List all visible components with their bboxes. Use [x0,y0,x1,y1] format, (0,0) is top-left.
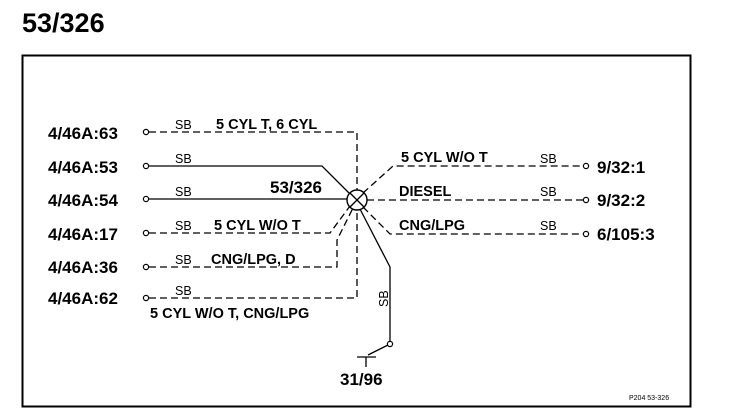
condition-9-32-2: DIESEL [399,184,452,200]
terminal-4-46a-62: 4/46A:62 [48,289,118,308]
terminal-4-46a-63: 4/46A:63 [48,124,118,143]
diagram-frame [21,54,692,408]
wire-4-46a-62 [149,210,358,299]
wire-color-4-46a-63: SB [175,118,192,132]
terminal-4-46a-54: 4/46A:54 [48,191,118,210]
wire-color-4-46a-53: SB [175,152,192,166]
wire-4-46a-53 [149,165,350,194]
wire-color-4-46a-62: SB [175,284,192,298]
wire-color-4-46a-17: SB [175,219,192,233]
terminal-6-105-3-connector [582,230,590,238]
wire-6-105-3 [362,206,583,235]
condition-4-46a-62: 5 CYL W/O T, CNG/LPG [150,306,309,322]
wire-ground-31-96 [359,208,391,341]
terminal-9-32-2-connector [582,196,590,204]
terminal-9-32-1: 9/32:1 [597,158,645,177]
terminal-4-46a-53: 4/46A:53 [48,158,118,177]
terminal-4-46a-17: 4/46A:17 [48,225,118,244]
wire-color-9-32-1: SB [540,152,557,166]
terminal-4-46a-36-connector [142,263,150,271]
wire-4-46a-63 [149,131,358,190]
terminal-4-46a-63-connector [142,128,150,136]
condition-6-105-3: CNG/LPG [399,218,465,234]
terminal-4-46a-62-connector [142,294,150,302]
wire-color-4-46a-36: SB [175,253,192,267]
ground-label: 31/96 [340,370,383,389]
page-title: 53/326 [22,8,105,38]
condition-4-46a-36: CNG/LPG, D [211,252,296,268]
figure-reference: P204 53-326 [629,395,669,402]
terminal-4-46a-54-connector [142,195,150,203]
terminal-9-32-2: 9/32:2 [597,191,645,210]
condition-9-32-1: 5 CYL W/O T [401,150,488,166]
terminal-6-105-3: 6/105:3 [597,225,655,244]
wire-color-6-105-3: SB [540,219,557,233]
condition-4-46a-17: 5 CYL W/O T [214,218,301,234]
terminal-9-32-1-connector [582,162,590,170]
ground-connector [386,340,394,348]
wire-4-46a-36 [149,207,354,268]
wire-9-32-1 [362,165,583,194]
terminal-4-46a-53-connector [142,162,150,170]
wire-4-46a-17 [149,205,351,234]
wire-color-ground: SB [377,290,391,307]
ground-symbol [357,344,389,367]
terminal-4-46a-36: 4/46A:36 [48,258,118,277]
terminal-4-46a-17-connector [142,229,150,237]
wire-color-4-46a-54: SB [175,185,192,199]
wire-color-9-32-2: SB [540,185,557,199]
splice-cross-b [349,192,365,208]
splice-label: 53/326 [270,178,322,197]
condition-4-46a-63: 5 CYL T, 6 CYL [216,117,317,133]
